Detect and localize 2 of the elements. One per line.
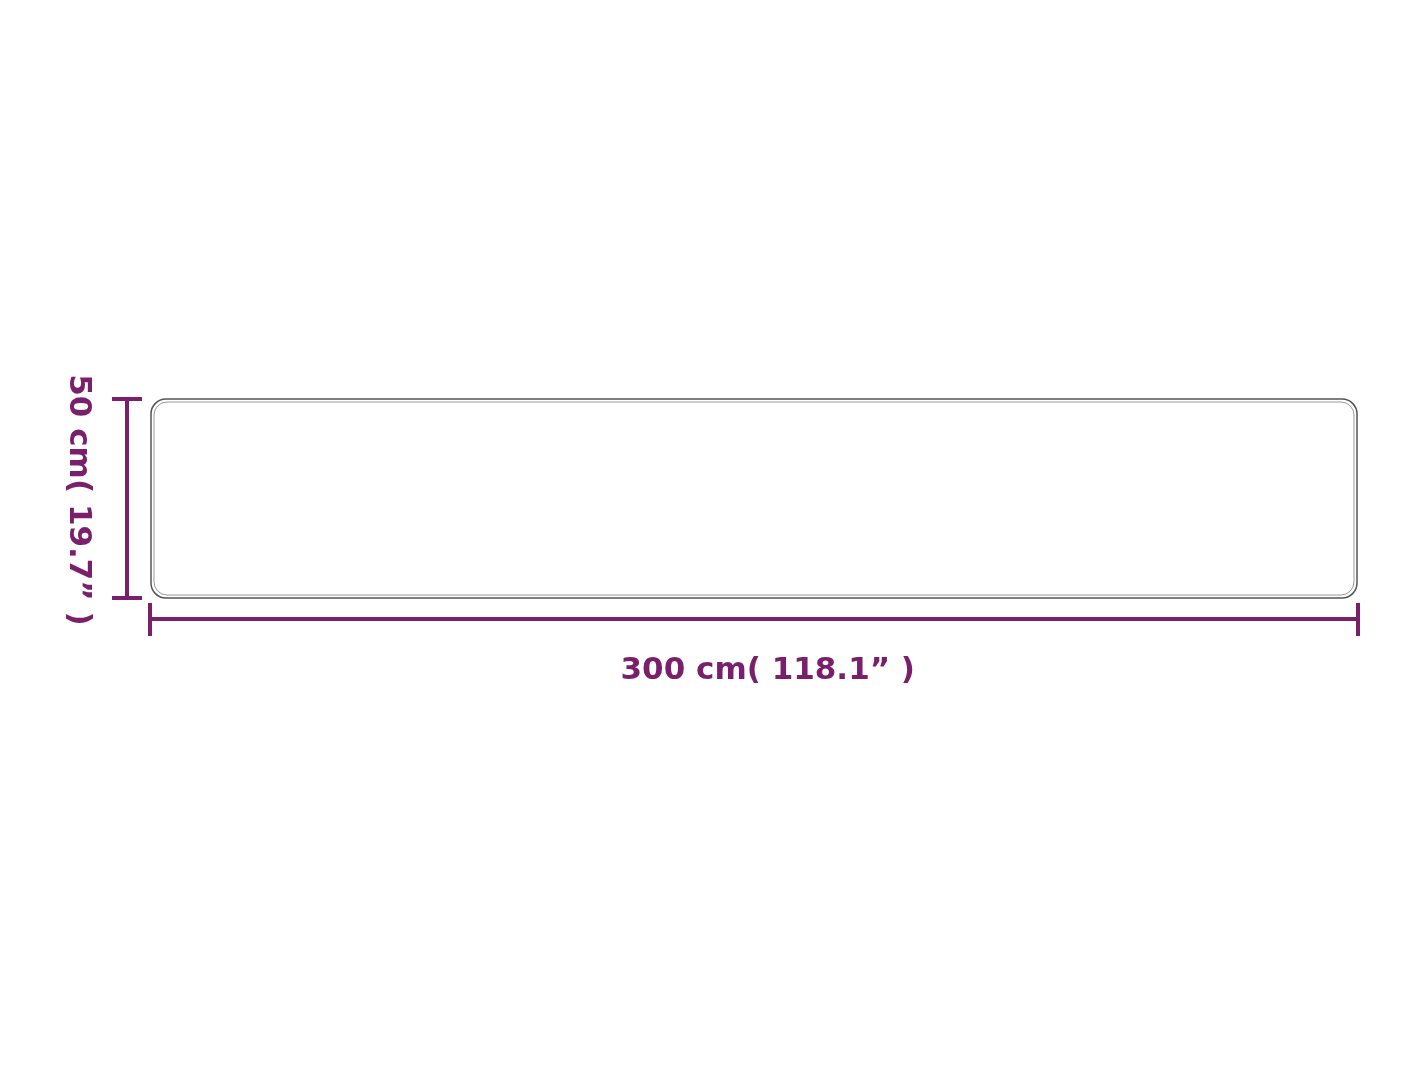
dimension-label: 50 cm( 19.7” ) — [62, 374, 99, 626]
dimension-label: 300 cm( 118.1” ) — [620, 650, 916, 686]
